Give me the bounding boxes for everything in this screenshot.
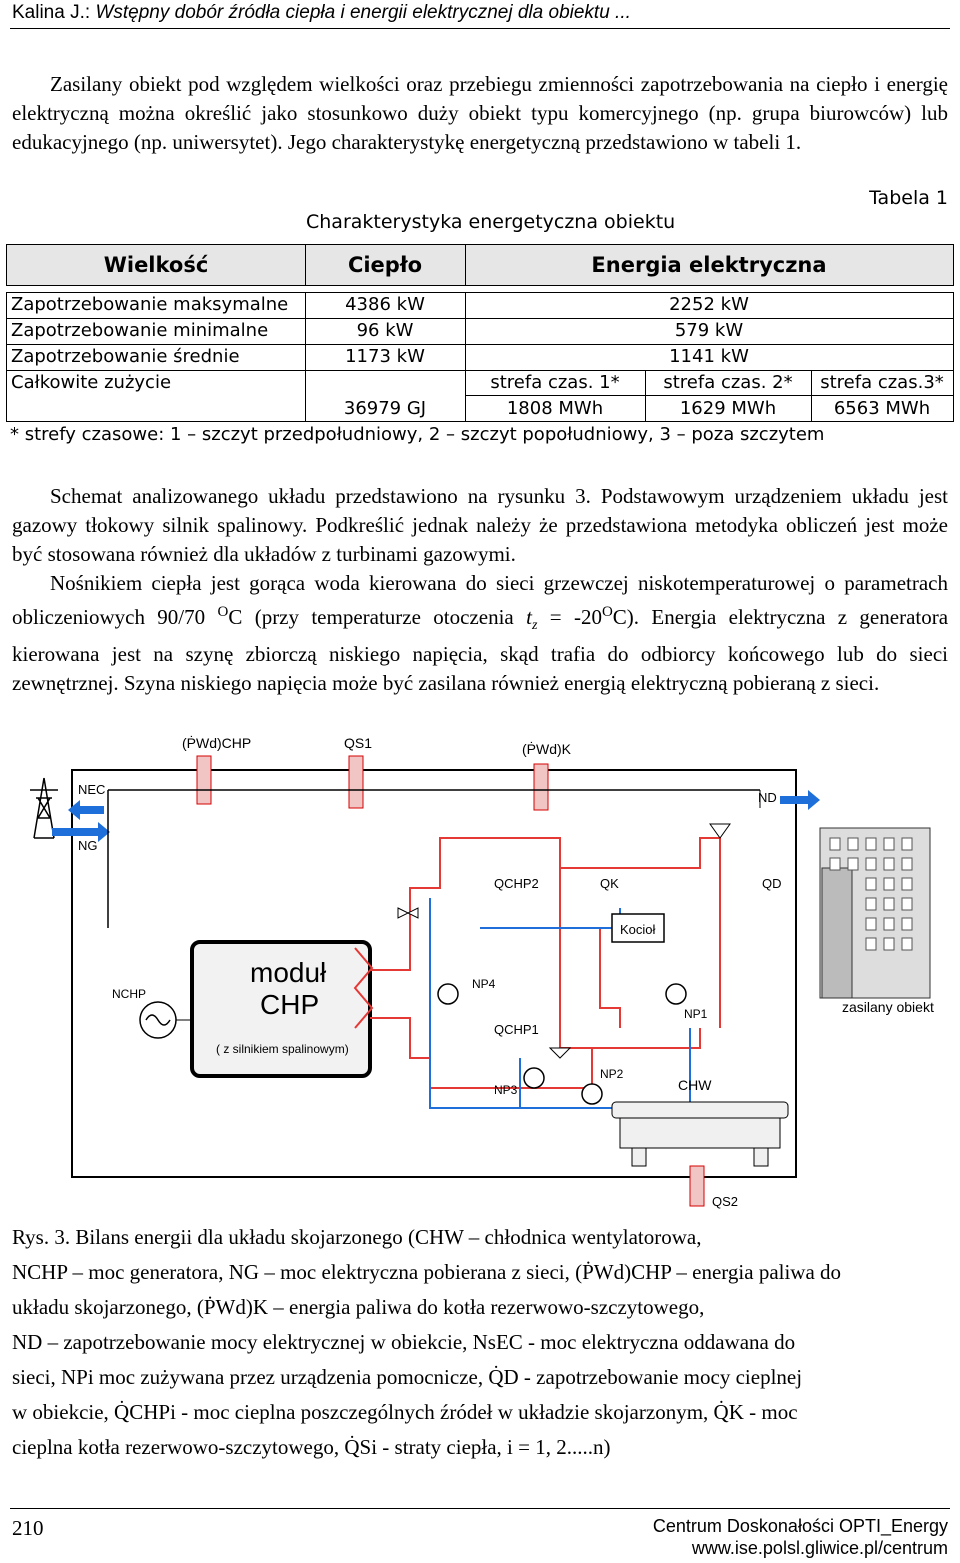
- label-np2: NP2: [600, 1067, 624, 1081]
- para3-part1: Nośnikiem ciepła jest gorąca woda kierow…: [12, 571, 948, 629]
- label-nd: ND: [758, 790, 777, 805]
- table-caption: Charakterystyka energetyczna obiektu: [306, 211, 676, 233]
- boiler: [611, 913, 665, 943]
- chw-label: CHW: [678, 1077, 712, 1093]
- footer-url[interactable]: www.ise.polsl.gliwice.pl/centrum: [691, 1538, 948, 1558]
- para3-t: t: [526, 605, 532, 629]
- table-row-label: Całkowite zużycie: [11, 372, 172, 393]
- chp-title2: CHP: [260, 989, 319, 1020]
- power-tower-icon: [30, 777, 58, 839]
- table-zone-2: strefa czas. 2*: [663, 372, 793, 393]
- table-body: Zapotrzebowanie maksymalne 4386 kW 2252 …: [6, 292, 954, 422]
- intro-paragraph: Zasilany obiekt pod względem wielkości o…: [12, 70, 948, 157]
- label-qchp1: QCHP1: [494, 1022, 539, 1037]
- table-zone-1: strefa czas. 1*: [490, 372, 620, 393]
- paragraph-schemat-text: Schemat analizowanego układu przedstawio…: [12, 484, 948, 566]
- label-qk: QK: [600, 876, 619, 891]
- para3-part4: C). Energia elektryczna z generatora kie…: [12, 605, 949, 696]
- system-boundary: [71, 769, 797, 1178]
- figure-caption-l3: układu skojarzonego, (ṖWd)K – energia pa…: [12, 1295, 705, 1319]
- intro-text: Zasilany obiekt pod względem wielkości o…: [12, 72, 948, 154]
- label-np1: NP1: [684, 1007, 708, 1021]
- label-np4: NP4: [472, 977, 496, 991]
- paragraph-nosnik: Nośnikiem ciepła jest gorąca woda kierow…: [12, 569, 948, 698]
- header-cieplo: Ciepło: [347, 253, 423, 277]
- table-row-label: Zapotrzebowanie średnie: [11, 346, 240, 367]
- table-number: Tabela 1: [869, 187, 948, 209]
- para3-z: z: [531, 618, 538, 634]
- para3-sup2: O: [601, 604, 613, 620]
- paragraph-schemat: Schemat analizowanego układu przedstawio…: [12, 482, 948, 569]
- pump-np2-icon: [581, 1083, 603, 1105]
- pump-np4-icon: [437, 983, 459, 1005]
- table-zone-3-value: 6563 MWh: [833, 398, 931, 419]
- table-cell-heat-total: 36979 GJ: [343, 398, 427, 419]
- label-qs1: QS1: [344, 735, 372, 751]
- table-zone-1-value: 1808 MWh: [506, 398, 604, 419]
- figure-caption-l1: Rys. 3. Bilans energii dla układu skojar…: [12, 1225, 702, 1249]
- label-nec: NEC: [78, 782, 105, 797]
- para3-part3: = -20: [549, 605, 602, 629]
- chp-title1: moduł: [250, 957, 327, 988]
- boiler-label: Kocioł: [620, 922, 656, 937]
- page-number: 210: [12, 1516, 44, 1540]
- figure-caption-l5: sieci, NPi moc zużywana przez urządzenia…: [12, 1365, 803, 1389]
- table-header: Wielkość Ciepło Energia elektryczna: [6, 244, 954, 286]
- building-label: zasilany obiekt: [842, 999, 934, 1015]
- table-cell-elec: 579 kW: [674, 320, 744, 341]
- label-qs2: QS2: [712, 1194, 738, 1209]
- energy-balance-diagram: (ṖWd)CHP QS1 (ṖWd)K NEC NG ND zasilany o…: [30, 734, 934, 1209]
- pump-np3-icon: [523, 1067, 545, 1089]
- table-cell-heat: 4386 kW: [345, 294, 425, 315]
- table-cell-elec: 2252 kW: [669, 294, 749, 315]
- valve-icon: [397, 907, 419, 919]
- header-wielkosc: Wielkość: [103, 253, 209, 277]
- cooler-icon: [611, 1101, 789, 1167]
- figure-caption-l4: ND – zapotrzebowanie mocy elektrycznej w…: [12, 1330, 796, 1354]
- para3-part2: C (przy temperaturze otoczenia: [228, 605, 514, 629]
- footer-center-name: Centrum Doskonałości OPTI_Energy: [652, 1516, 948, 1536]
- label-pwd-k: (ṖWd)K: [522, 740, 572, 757]
- label-nchp: NCHP: [112, 987, 146, 1001]
- pump-np1-icon: [665, 983, 687, 1005]
- header-energia: Energia elektryczna: [591, 253, 827, 277]
- label-pwd-chp: (ṖWd)CHP: [182, 734, 251, 751]
- figure-caption-l2: NCHP – moc generatora, NG – moc elektryc…: [12, 1260, 842, 1284]
- table-footnote: * strefy czasowe: 1 – szczyt przedpołudn…: [10, 424, 825, 445]
- table-zone-2-value: 1629 MWh: [679, 398, 777, 419]
- label-qd: QD: [762, 876, 782, 891]
- header-title: Wstępny dobór źródła ciepła i energii el…: [95, 2, 631, 23]
- running-header: Kalina J.: Wstępny dobór źródła ciepła i…: [12, 2, 631, 24]
- building-icon: [819, 827, 931, 999]
- footer-rule: [10, 1508, 950, 1509]
- table-row-label: Zapotrzebowanie minimalne: [11, 320, 269, 341]
- table-zone-3: strefa czas.3*: [820, 372, 944, 393]
- label-ng: NG: [78, 838, 98, 853]
- table-cell-heat: 1173 kW: [345, 346, 425, 367]
- label-np3: NP3: [494, 1083, 518, 1097]
- table-row-label: Zapotrzebowanie maksymalne: [11, 294, 289, 315]
- para3-sup1: O: [217, 604, 229, 620]
- header-author: Kalina J.:: [12, 2, 91, 23]
- figure-caption-l6: w obiekcie, Q̇CHPi - moc cieplna poszcze…: [12, 1400, 798, 1424]
- label-qchp2: QCHP2: [494, 876, 539, 891]
- footer-center: Centrum Doskonałości OPTI_Energy www.ise…: [653, 1515, 948, 1559]
- table-cell-heat: 96 kW: [356, 320, 414, 341]
- figure-caption-l7: cieplna kotła rezerwowo-szczytowego, Q̇S…: [12, 1435, 611, 1459]
- table-cell-elec: 1141 kW: [669, 346, 749, 367]
- header-rule: [10, 28, 950, 29]
- chp-subtitle: ( z silnikiem spalinowym): [216, 1042, 349, 1056]
